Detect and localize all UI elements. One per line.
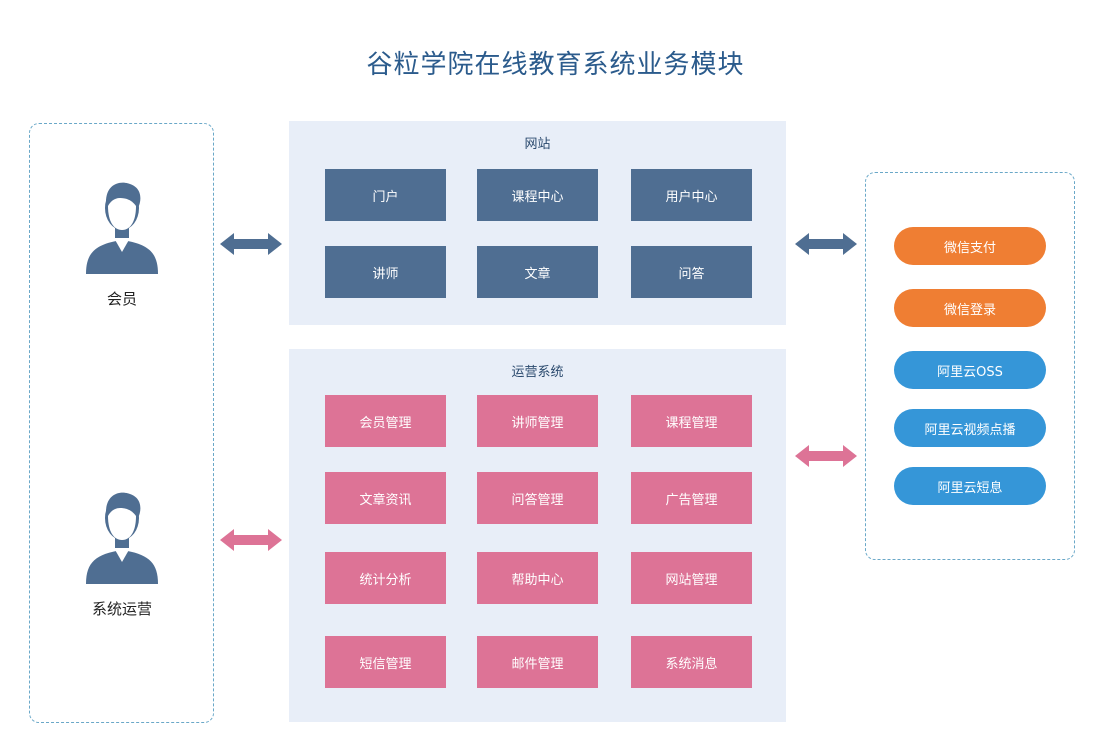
diagram-title: 谷粒学院在线教育系统业务模块 (366, 50, 745, 80)
module-lecturer: 讲师 (325, 246, 446, 298)
module-sms-management: 短信管理 (325, 636, 446, 688)
double-arrow-icon (220, 233, 282, 255)
service-wechat-pay: 微信支付 (894, 227, 1046, 265)
operations-section-title: 运营系统 (511, 365, 564, 380)
actor-member: 会员 (62, 178, 182, 309)
service-wechat-login: 微信登录 (894, 289, 1046, 327)
service-aliyun-vod: 阿里云视频点播 (894, 409, 1046, 447)
double-arrow-icon (795, 445, 857, 467)
person-icon (86, 182, 158, 274)
module-statistics: 统计分析 (325, 552, 446, 604)
module-course-center: 课程中心 (477, 169, 598, 221)
double-arrow-icon (795, 233, 857, 255)
actor-member-label: 会员 (106, 290, 137, 308)
module-qa: 问答 (631, 246, 752, 298)
module-mail-management: 邮件管理 (477, 636, 598, 688)
module-member-management: 会员管理 (325, 395, 446, 447)
double-arrow-icon (220, 529, 282, 551)
module-qa-management: 问答管理 (477, 472, 598, 524)
module-site-management: 网站管理 (631, 552, 752, 604)
service-aliyun-oss: 阿里云OSS (894, 351, 1046, 389)
website-section-title: 网站 (524, 137, 551, 152)
module-portal: 门户 (325, 169, 446, 221)
actors-panel (29, 123, 214, 723)
actor-operations: 系统运营 (62, 488, 182, 619)
module-article-news: 文章资讯 (325, 472, 446, 524)
module-user-center: 用户中心 (631, 169, 752, 221)
module-lecturer-management: 讲师管理 (477, 395, 598, 447)
actor-operations-label: 系统运营 (91, 600, 152, 618)
person-icon (86, 492, 158, 584)
service-aliyun-sms: 阿里云短息 (894, 467, 1046, 505)
module-system-messages: 系统消息 (631, 636, 752, 688)
module-ad-management: 广告管理 (631, 472, 752, 524)
module-article: 文章 (477, 246, 598, 298)
module-course-management: 课程管理 (631, 395, 752, 447)
module-help-center: 帮助中心 (477, 552, 598, 604)
services-panel (865, 172, 1075, 560)
